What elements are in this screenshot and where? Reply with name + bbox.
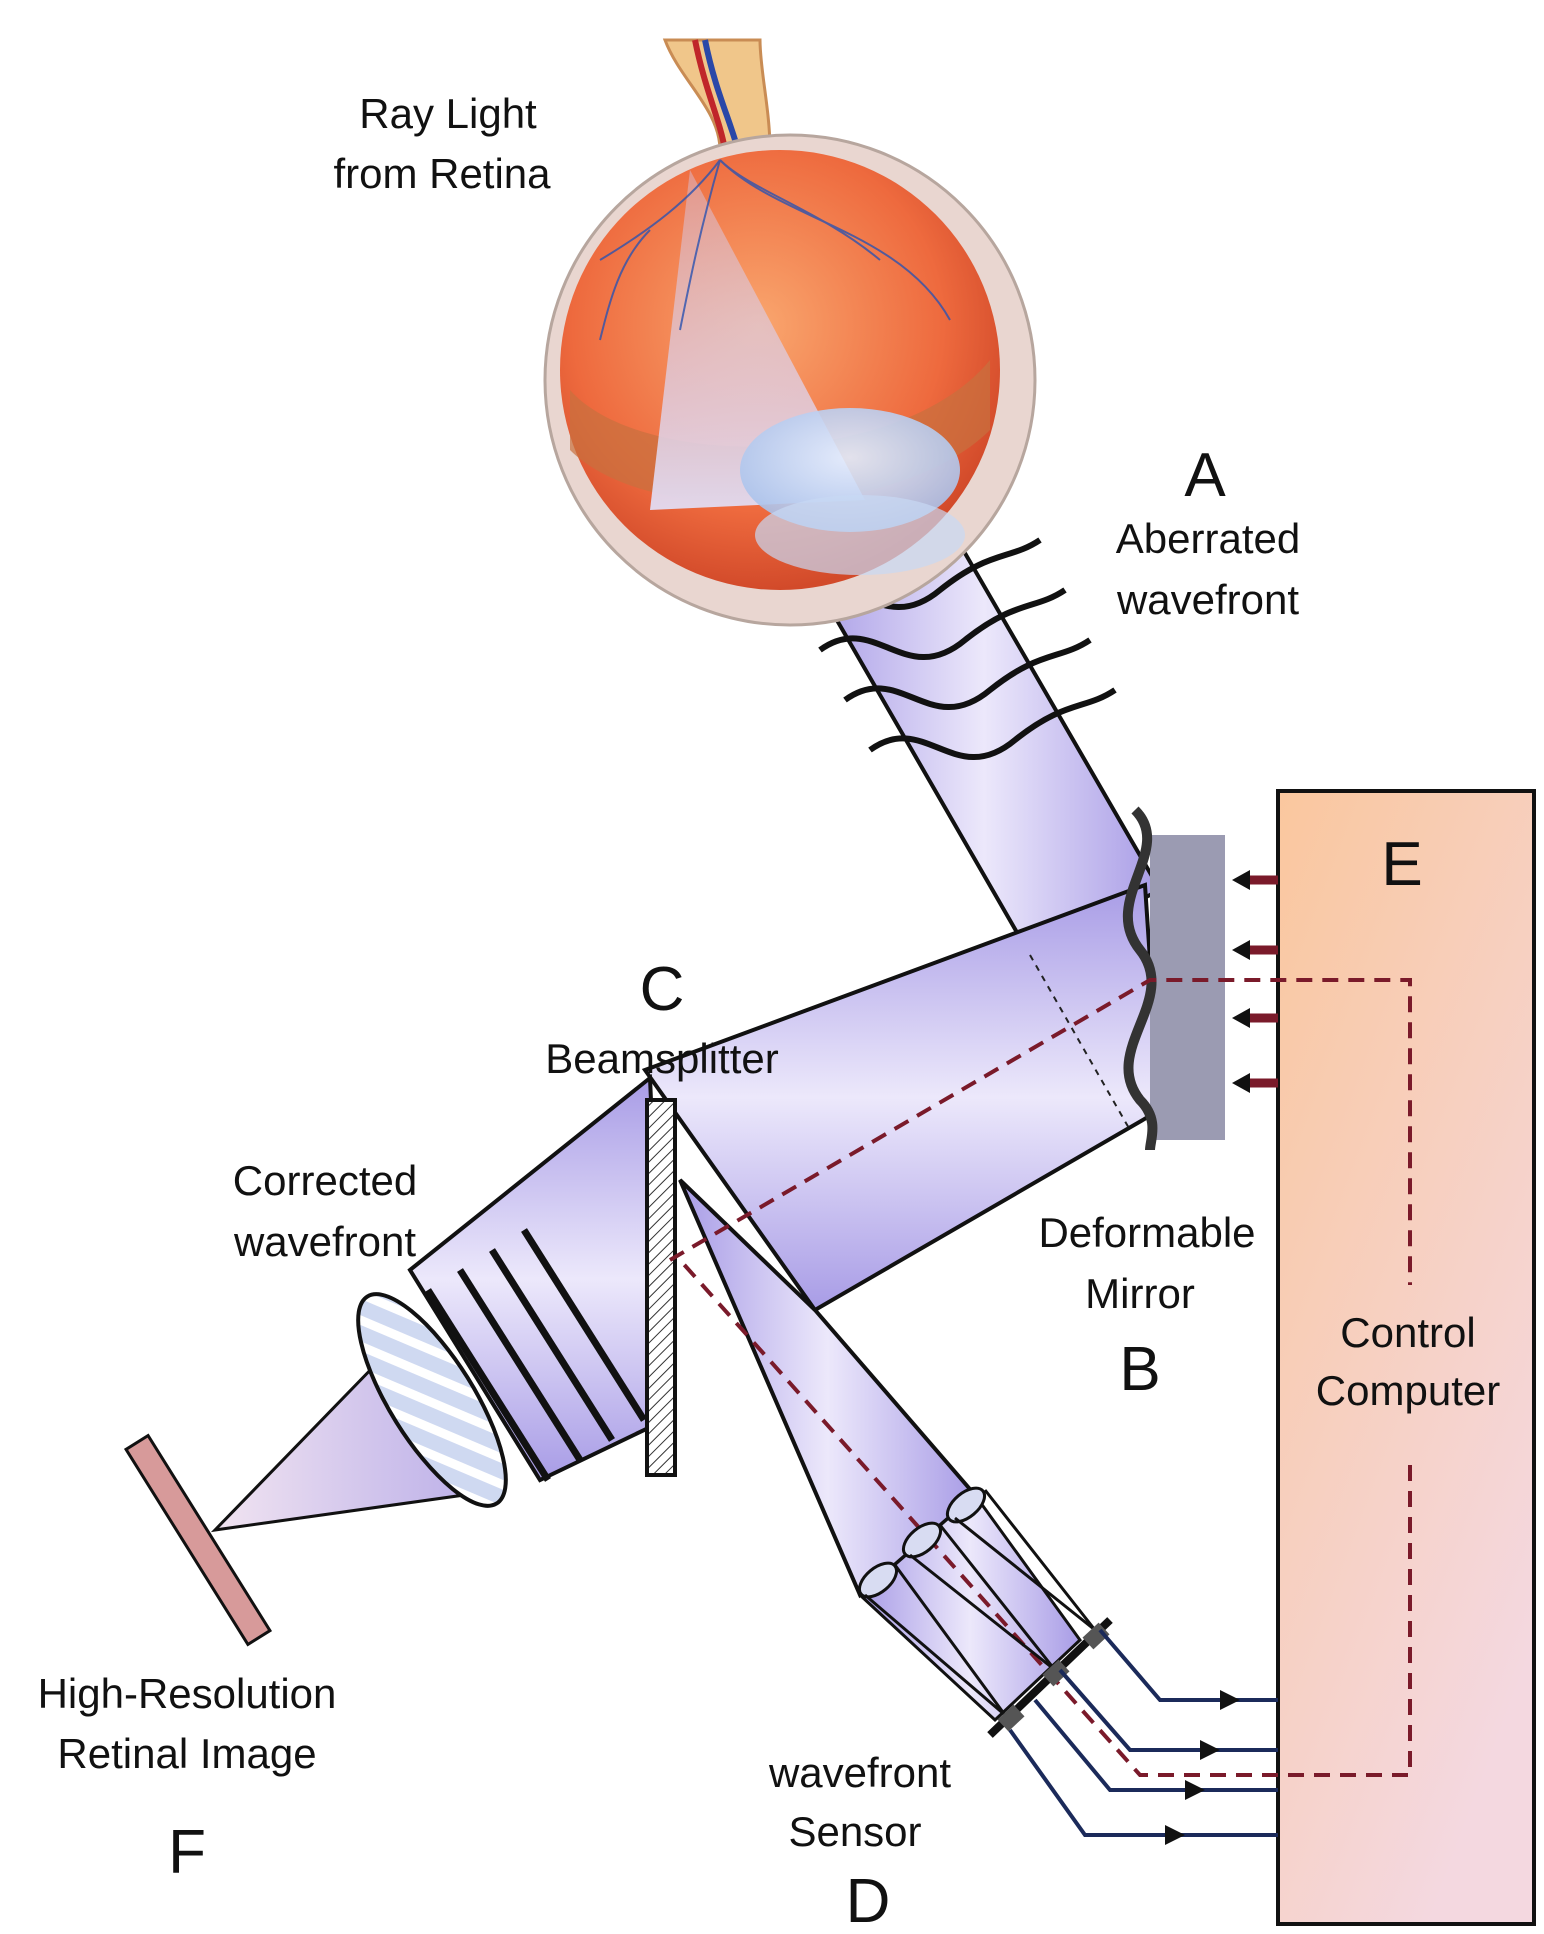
label-c-letter: C: [640, 955, 685, 1024]
lenslet-focus-lines: [864, 1489, 1097, 1717]
retinal-image-label-line2: Retinal Image: [57, 1730, 316, 1777]
aberrated-wavefront-label-line2: wavefront: [1116, 576, 1299, 623]
mirror-control-arrows: [1232, 870, 1278, 1093]
ray-light-label-line2: from Retina: [333, 150, 551, 197]
corrected-wavefront-label-line2: wavefront: [233, 1218, 416, 1265]
mirror-reference-dashed: [1029, 954, 1131, 1131]
sensor-wire-arrows: [1165, 1690, 1240, 1845]
retinal-image-plate: [123, 1433, 273, 1647]
beamsplitter-label: Beamsplitter: [545, 1035, 778, 1082]
control-computer-box: [1276, 789, 1536, 1926]
aberrated-wavefront-lines: [793, 537, 1117, 761]
wavefront-sensor-label-line2: Sensor: [788, 1808, 921, 1855]
sensor-pixels: [997, 1622, 1110, 1732]
retinal-image-label-line1: High-Resolution: [38, 1670, 337, 1717]
beamsplitter: [645, 1098, 677, 1477]
corrected-wavefront-label-line1: Corrected: [233, 1157, 417, 1204]
eye-illustration: [543, 38, 1037, 627]
ray-light-label-line1: Ray Light: [359, 90, 537, 137]
control-computer-label-line1: Control: [1340, 1309, 1475, 1356]
label-b-letter: B: [1119, 1335, 1160, 1404]
wavefront-sensor-label-line1: wavefront: [768, 1749, 951, 1796]
label-d-letter: D: [846, 1867, 891, 1934]
control-feedback-path: [668, 978, 1412, 1777]
label-e-letter: E: [1381, 830, 1422, 899]
label-f-letter: F: [168, 1818, 206, 1887]
deformable-mirror-surface: [1122, 806, 1158, 1151]
sensor-output-wires: [1008, 1628, 1278, 1837]
corrective-lens: [356, 1292, 508, 1508]
lenslet-array: [857, 1486, 987, 1599]
deformable-mirror-backing: [1150, 835, 1225, 1140]
aberrated-wavefront-label-line1: Aberrated: [1116, 515, 1300, 562]
deformable-mirror-label-line1: Deformable: [1038, 1209, 1255, 1256]
control-computer-label-line2: Computer: [1316, 1367, 1500, 1414]
corrected-wavefront-lines: [425, 1228, 647, 1482]
label-a-letter: A: [1184, 441, 1226, 510]
deformable-mirror-label-line2: Mirror: [1085, 1270, 1195, 1317]
